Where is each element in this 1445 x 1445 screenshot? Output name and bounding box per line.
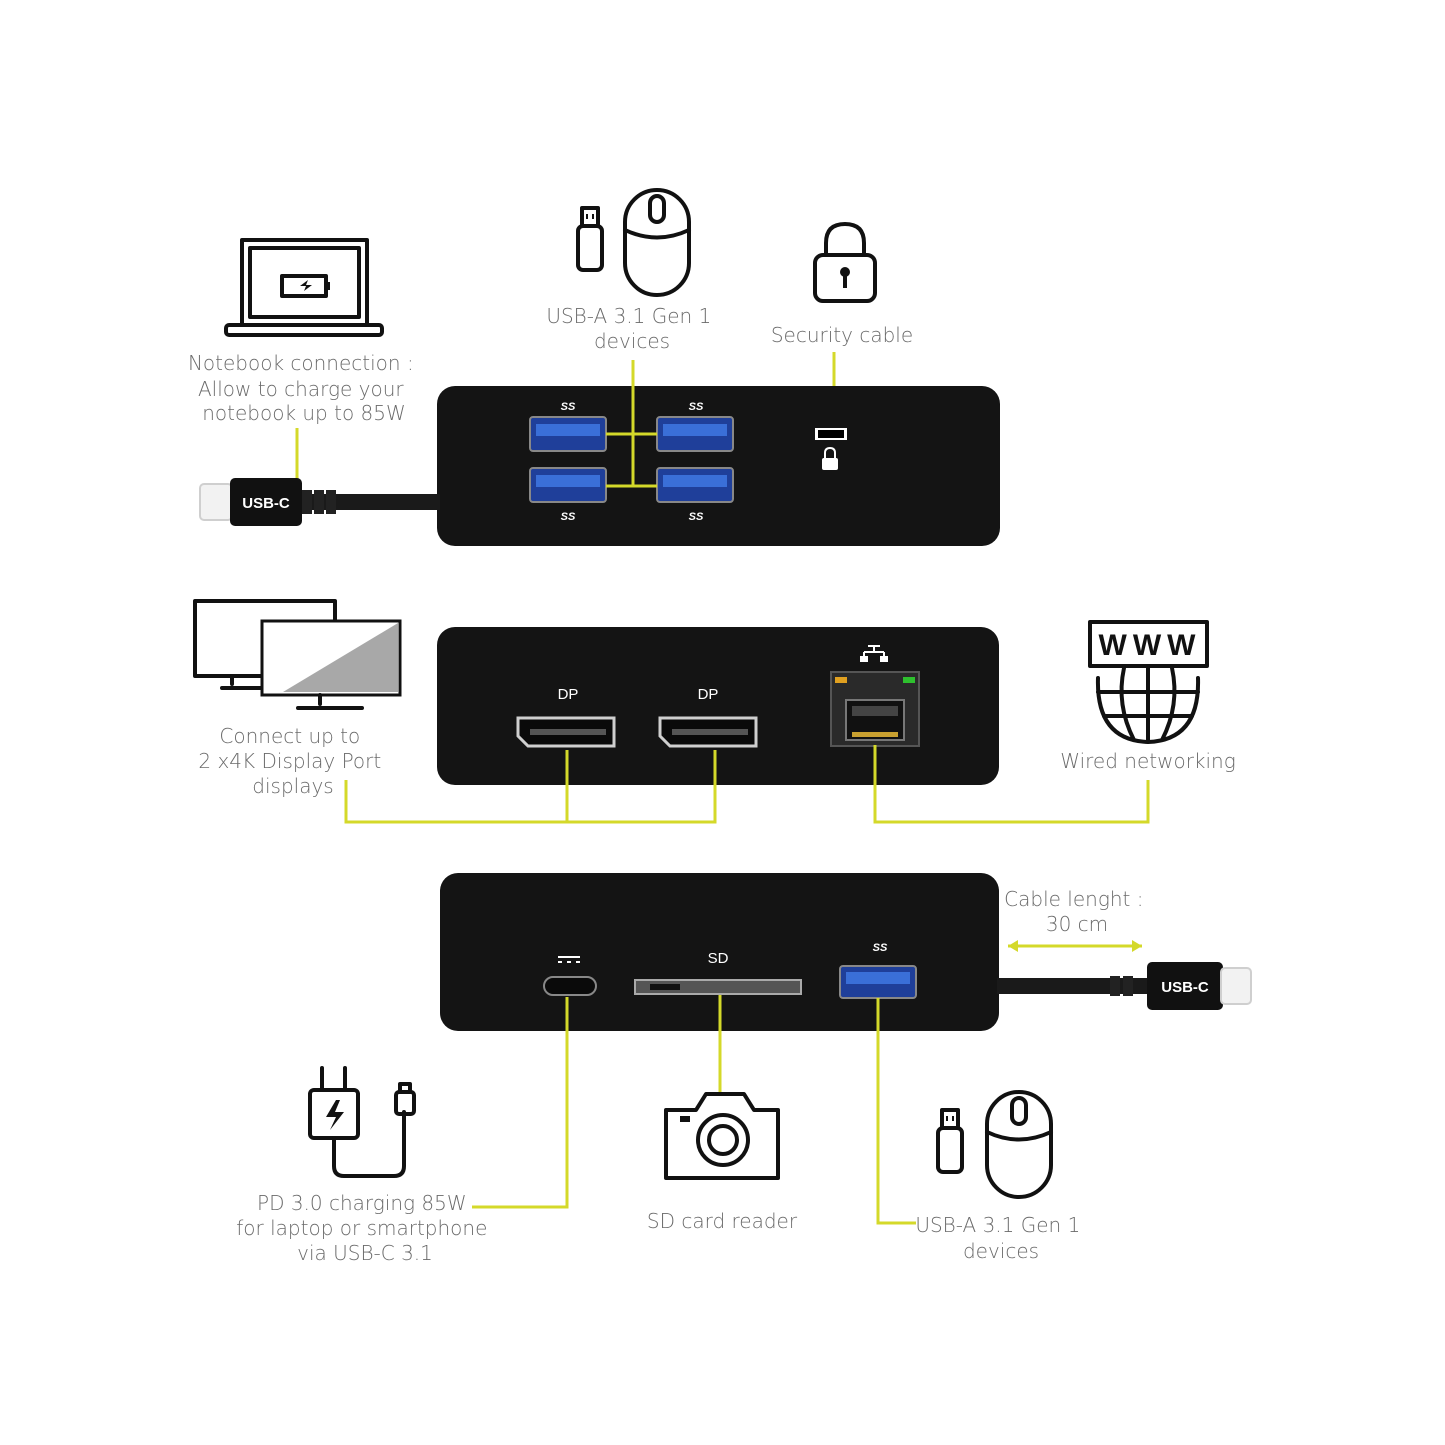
wired-pointer xyxy=(873,745,1150,824)
sd-card-slot xyxy=(634,979,802,995)
sd-reader-label: SD card reader xyxy=(647,1209,798,1233)
displays-pointer xyxy=(344,750,717,824)
usbc-pd-port xyxy=(543,976,597,996)
dp-label: DP xyxy=(558,686,579,703)
cable-label: Cable lenght : 30 cm xyxy=(1004,887,1150,936)
sd-label: SD xyxy=(708,950,729,967)
bottom-cable xyxy=(997,978,1147,994)
ethernet-port xyxy=(830,645,920,747)
security-label: Security cable xyxy=(771,323,913,347)
pd-symbol xyxy=(558,956,580,963)
dual-monitor-icon xyxy=(193,599,402,710)
pd-pointer xyxy=(472,997,569,1209)
kensington-lock-icon xyxy=(824,446,836,458)
dp-label: DP xyxy=(698,686,719,703)
mouse-icon xyxy=(623,188,691,297)
top-usbc-plug: USB-C xyxy=(199,478,336,526)
usb-bottom-label: USB-A 3.1 Gen 1 devices xyxy=(915,1213,1086,1263)
padlock-icon xyxy=(813,222,877,303)
mouse-icon xyxy=(985,1090,1053,1199)
laptop-battery-icon xyxy=(224,238,384,337)
charger-icon xyxy=(308,1066,416,1178)
wired-label: Wired networking xyxy=(1060,749,1236,773)
globe-www-icon: WWW xyxy=(1088,620,1209,744)
usb-top-pointer xyxy=(606,360,657,488)
top-usbc-label: USB-C xyxy=(242,495,290,512)
usb-top-label: USB-A 3.1 Gen 1 devices xyxy=(546,304,717,353)
notebook-label: Notebook connection : Allow to charge yo… xyxy=(188,351,420,425)
bottom-usbc-plug: USB-C xyxy=(1110,962,1252,1010)
pd-label: PD 3.0 charging 85W for laptop or smartp… xyxy=(236,1191,493,1265)
ss-logo: SS xyxy=(689,401,704,413)
usb-stick-icon xyxy=(576,206,604,272)
usb-stick-icon xyxy=(936,1108,964,1174)
usb-bottom-pointer xyxy=(876,998,916,1225)
dock-top-view xyxy=(437,386,1000,546)
usb-port-grid: SS SS SS SS xyxy=(529,401,734,523)
ss-logo: SS xyxy=(689,511,704,523)
www-label: WWW xyxy=(1099,629,1202,662)
bottom-usbc-label: USB-C xyxy=(1161,979,1209,996)
ss-logo: SS xyxy=(561,401,576,413)
displays-label: Connect up to 2 x4K Display Port display… xyxy=(198,724,387,798)
camera-icon xyxy=(664,1092,780,1180)
ss-logo: SS xyxy=(561,511,576,523)
ss-logo: SS xyxy=(873,942,888,954)
